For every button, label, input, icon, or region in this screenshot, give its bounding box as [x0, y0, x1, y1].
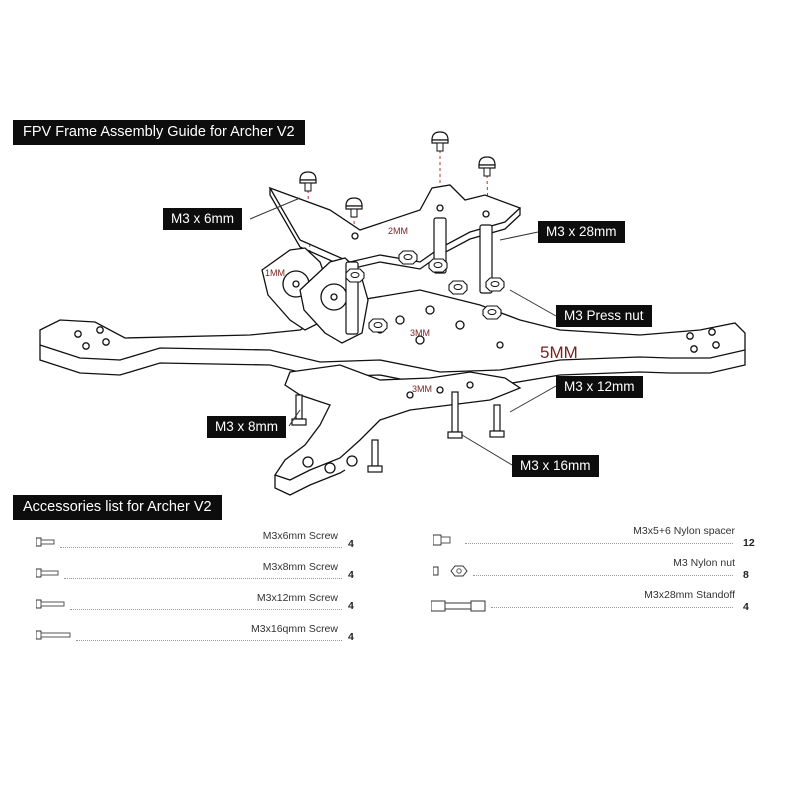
side-plate-thickness-mark: 1MM — [265, 268, 285, 278]
accessory-qty: 4 — [348, 631, 354, 643]
accessory-name: M3x8mm Screw — [262, 561, 338, 573]
accessory-name: M3x28mm Standoff — [644, 589, 735, 601]
bottom-plate-thickness-mark: 3MM — [412, 384, 432, 394]
accessory-qty: 12 — [743, 537, 755, 549]
callout-leaders — [249, 197, 557, 466]
callout-m3x12: M3 x 12mm — [556, 376, 643, 398]
bottom-screws — [291, 391, 505, 473]
accessory-item: M3x16qmm Screw 4 — [30, 623, 370, 645]
callout-m3x16: M3 x 16mm — [512, 455, 599, 477]
leader-dots — [473, 575, 733, 576]
screw-icon — [36, 568, 59, 578]
accessory-name: M3x6mm Screw — [262, 530, 338, 542]
standoff-icon — [431, 600, 486, 612]
arm-thickness-mark: 5MM — [540, 343, 578, 362]
accessory-name: M3x16qmm Screw — [251, 623, 338, 635]
callout-m3x6: M3 x 6mm — [163, 208, 243, 230]
accessory-qty: 4 — [348, 538, 354, 550]
accessory-name: M3x5+6 Nylon spacer — [633, 525, 735, 537]
nylon-nut-icon — [433, 565, 468, 577]
accessory-qty: 4 — [743, 601, 749, 613]
leader-dots — [70, 609, 342, 610]
leader-dots — [465, 543, 733, 544]
accessory-qty: 4 — [348, 600, 354, 612]
accessory-qty: 8 — [743, 569, 749, 581]
top-plate-thickness-mark: 2MM — [388, 226, 408, 236]
long-screw-icon — [36, 630, 71, 640]
assembly-guide-title: FPV Frame Assembly Guide for Archer V2 — [13, 120, 305, 145]
accessory-item: M3x5+6 Nylon spacer 12 — [425, 525, 770, 549]
accessory-qty: 4 — [348, 569, 354, 581]
accessory-name: M3x12mm Screw — [256, 592, 338, 604]
accessory-item: M3 Nylon nut 8 — [425, 557, 770, 581]
leader-dots — [491, 607, 733, 608]
callout-press-nut: M3 Press nut — [556, 305, 652, 327]
accessory-item: M3x6mm Screw 4 — [30, 530, 370, 552]
leader-dots — [76, 640, 342, 641]
callout-m3x28: M3 x 28mm — [538, 221, 625, 243]
accessory-item: M3x28mm Standoff 4 — [425, 589, 770, 613]
accessories-title: Accessories list for Archer V2 — [13, 495, 222, 520]
short-screw-icon — [36, 537, 55, 547]
accessory-item: M3x12mm Screw 4 — [30, 592, 370, 614]
accessory-item: M3x8mm Screw 4 — [30, 561, 370, 583]
callout-m3x8: M3 x 8mm — [207, 416, 287, 438]
accessory-name: M3 Nylon nut — [673, 557, 735, 569]
leader-dots — [64, 578, 342, 579]
bottom-plate — [273, 364, 522, 496]
screw-icon — [36, 599, 65, 609]
frame-assembly-drawing: 5MM 2MM 3MM 3MM 1MM — [39, 131, 746, 496]
nylon-spacer-icon — [433, 534, 451, 546]
leader-dots — [60, 547, 342, 548]
top-plate — [268, 184, 522, 270]
arm-plate — [39, 289, 746, 388]
mid-plate-thickness-mark: 3MM — [410, 328, 430, 338]
